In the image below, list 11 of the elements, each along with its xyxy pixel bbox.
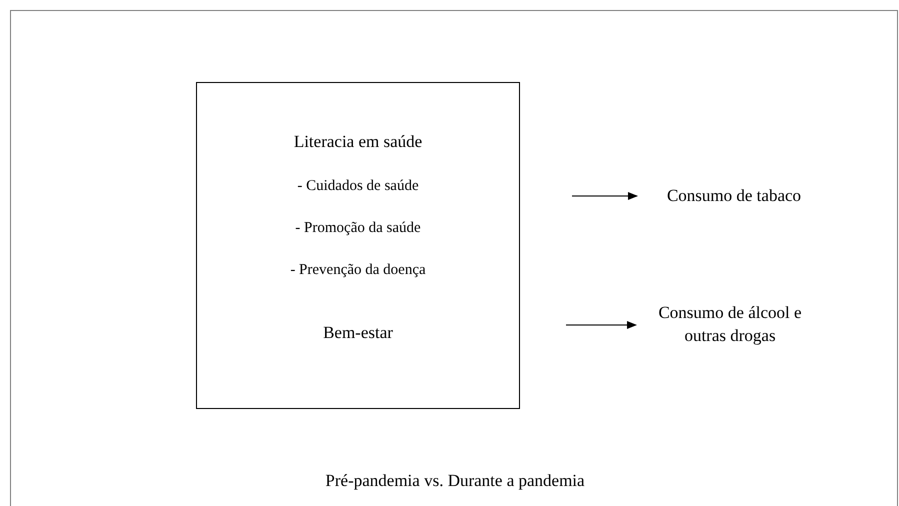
outcome-text: Consumo de tabaco: [641, 182, 827, 210]
text-box: [196, 82, 520, 409]
caption: Pré-pandemia vs. Durante a pandemia: [324, 470, 586, 492]
box-text: - Prevenção da doença: [289, 261, 427, 280]
box-text: Literacia em saúde: [292, 131, 424, 152]
box-text: - Cuidados de saúde: [296, 177, 420, 196]
box-text: Bem-estar: [322, 322, 394, 344]
outcome-text: Consumo de álcool e outras drogas: [640, 301, 820, 349]
arrow: [566, 321, 637, 329]
box-text: - Promoção da saúde: [294, 219, 422, 238]
arrow: [572, 192, 638, 200]
